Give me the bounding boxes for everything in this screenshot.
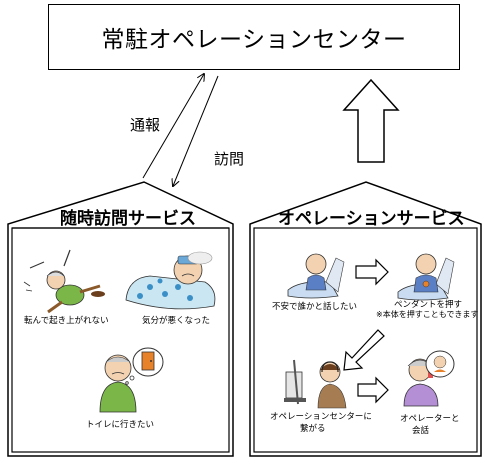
talking-person-illustration	[403, 350, 455, 407]
caption-pendant: ペンダントを押す	[394, 300, 463, 310]
caption-toilet: トイレに行きたい	[86, 420, 155, 430]
toilet-person-illustration	[99, 347, 164, 413]
report-arrow	[142, 74, 204, 179]
visit-arrow	[173, 75, 219, 186]
fallen-person-illustration	[23, 249, 105, 314]
sick-person-illustration	[125, 251, 216, 310]
operation-service-title: オペレーションサービス	[278, 209, 465, 229]
caption-talk-line1: オペレーターと	[400, 414, 460, 424]
step-arrow-1	[355, 258, 389, 286]
caption-sick: 気分が悪くなった	[142, 316, 211, 326]
caption-anxious: 不安で誰かと話したい	[272, 302, 358, 312]
visit-service-title: 随時訪問サービス	[60, 209, 196, 229]
anxious-person-illustration	[287, 253, 345, 299]
upward-hollow-arrow	[342, 78, 400, 163]
operator-illustration	[284, 359, 347, 409]
caption-talk-line2: 会話	[412, 426, 430, 436]
left-house-inner-frame	[11, 227, 230, 453]
report-label: 通報	[130, 116, 161, 134]
step-arrow-3	[357, 376, 389, 404]
step-arrow-2	[343, 329, 385, 371]
right-house-inner-frame	[253, 227, 478, 453]
operation-center-title: 常駐オペレーションセンター	[101, 27, 407, 53]
caption-fall: 転んで起き上がれない	[24, 316, 109, 326]
caption-connect-line1: オペレーションセンターに	[270, 412, 372, 422]
caption-pendant-note: ※本体を押すこともできます	[376, 310, 479, 319]
left-house-outline	[7, 181, 234, 457]
caption-connect-line2: 繋がる	[300, 424, 326, 434]
pendant-person-illustration	[397, 253, 455, 301]
visit-label: 訪問	[214, 150, 245, 168]
operation-center-box: 常駐オペレーションセンター	[48, 4, 460, 70]
right-house-outline	[249, 181, 482, 457]
